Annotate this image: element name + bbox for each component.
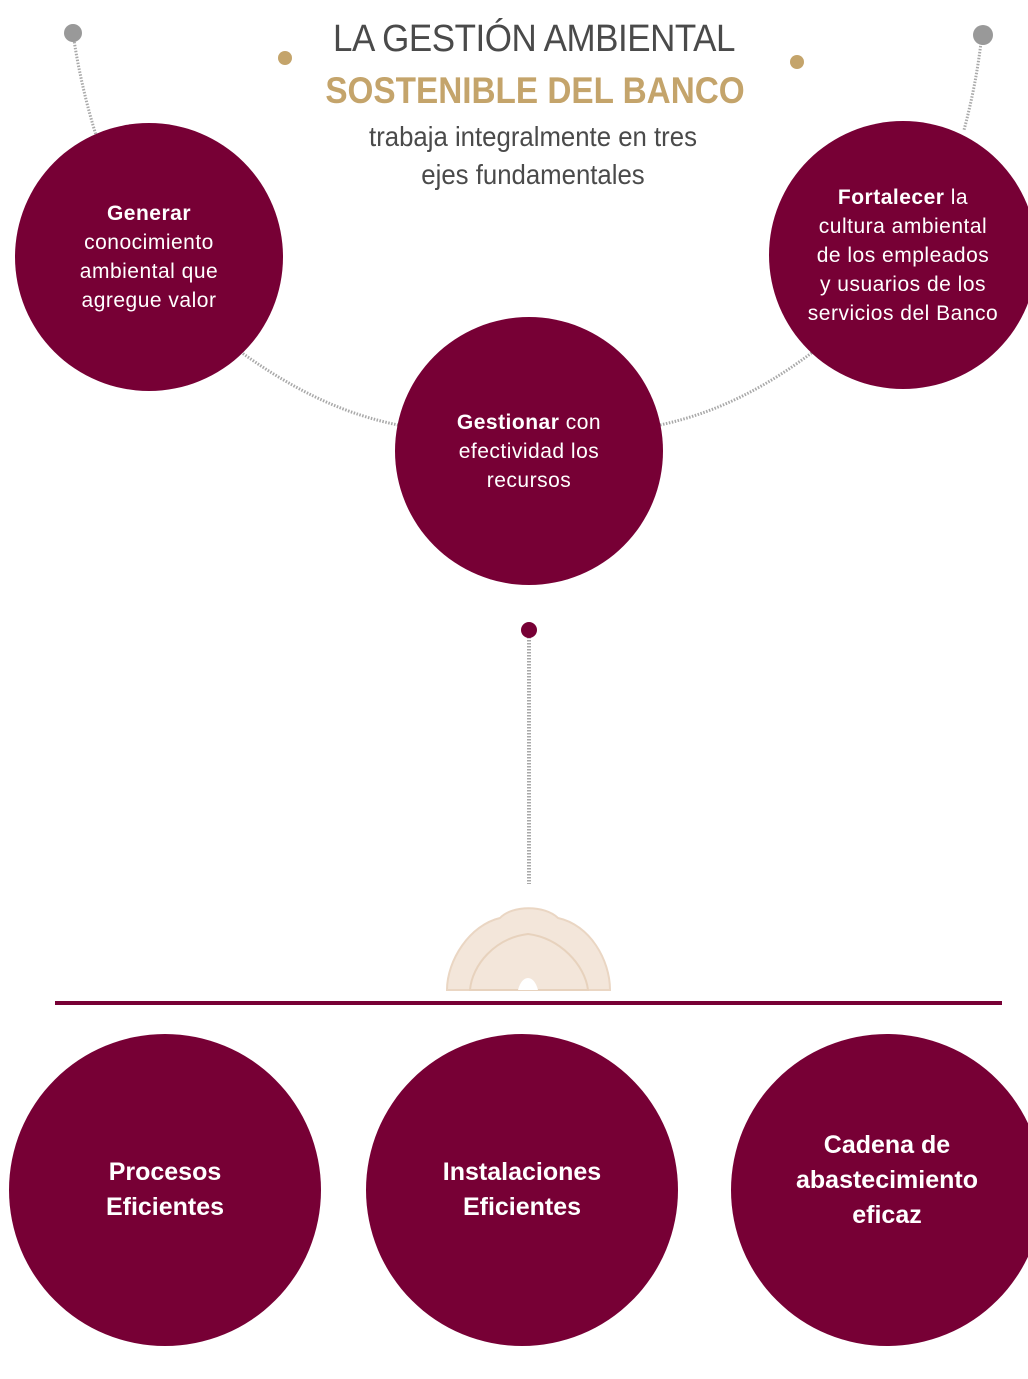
left-anchor-dot [64,24,82,42]
axis-line: recursos [486,468,572,492]
subtitle: trabaja integralmente en tres ejes funda… [43,118,1024,194]
axis-line: servicios del Banco [807,301,999,325]
pillar-line: Eficientes [462,1193,582,1221]
title-right-dot [790,55,804,69]
pillar-line: eficaz [852,1200,922,1229]
pillar-circle-cadena: Cadena de abastecimiento eficaz [731,1034,1028,1346]
axis-line: conocimiento [84,231,214,254]
bank-emblem-icon [445,907,612,991]
right-anchor-dot [973,25,993,45]
axis-line: ambiental que [79,260,219,283]
axis-line: efectividad los [458,439,600,463]
subtitle-line-1: trabaja integralmente en tres [369,121,697,152]
pillar-text-cadena: Cadena de abastecimiento eficaz [796,1128,978,1233]
pillar-circle-procesos: Procesos Eficientes [9,1034,321,1346]
axis-bold-fortalecer: Fortalecer [837,185,945,209]
title-line-1: LA GESTIÓN AMBIENTAL [332,18,736,60]
axis-line: de los empleados [816,243,990,267]
subtitle-line-2: ejes fundamentales [421,159,645,190]
axis-circle-generar: Generar conocimiento ambiental que agreg… [15,123,283,391]
axis-bold-suffix: con [559,410,602,434]
axis-circle-fortalecer: Fortalecer la cultura ambiental de los e… [769,121,1028,389]
axis-line: cultura ambiental [818,214,988,238]
pillar-text-instalaciones: Instalaciones Eficientes [443,1155,601,1225]
pillar-line: Cadena de [823,1130,951,1159]
axis-text-gestionar: Gestionar con efectividad los recursos [457,408,601,495]
title-left-dot [278,51,292,65]
axis-circle-gestionar: Gestionar con efectividad los recursos [395,317,663,585]
left-arc-connector [237,348,399,427]
axis-bold-suffix: la [944,185,969,209]
chain-top-dot [521,622,537,638]
pillar-line: Procesos [108,1158,222,1186]
axis-text-generar: Generar conocimiento ambiental que agreg… [80,199,218,315]
pillar-circle-instalaciones: Instalaciones Eficientes [366,1034,678,1346]
axis-text-fortalecer: Fortalecer la cultura ambiental de los e… [808,183,998,328]
pillar-line: Eficientes [105,1193,225,1221]
pillar-text-procesos: Procesos Eficientes [106,1155,224,1225]
pillar-line: Instalaciones [442,1158,602,1186]
axis-line: y usuarios de los [819,272,987,296]
pillar-line: abastecimiento [795,1165,978,1194]
axis-line: agregue valor [81,289,217,312]
right-arc-connector [659,346,819,427]
axis-bold-gestionar: Gestionar [456,410,560,434]
axis-bold-generar: Generar [106,202,192,225]
title-line-2: SOSTENIBLE DEL BANCO [325,70,745,111]
left-hanging-string [71,32,98,136]
